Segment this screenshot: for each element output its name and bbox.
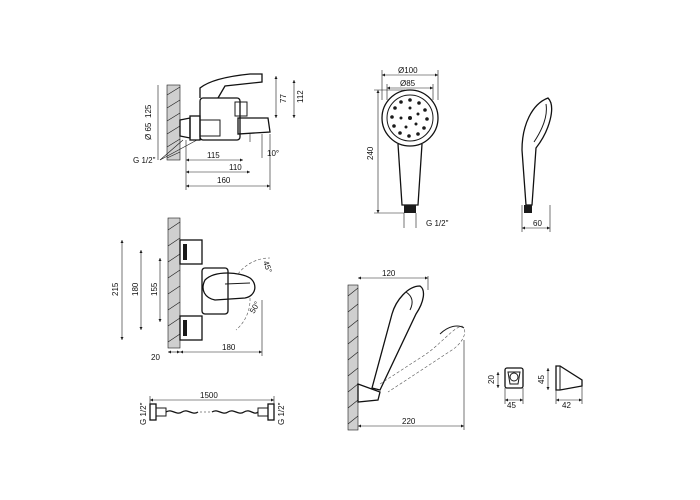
holder-side-dim-42-label: 42 [562, 401, 571, 410]
faucet-body [199, 97, 241, 141]
wall-hatch-lines [347, 287, 359, 425]
handset-detail [405, 291, 413, 311]
dim-220-label: 220 [402, 417, 416, 426]
head-spray-face [386, 94, 434, 142]
wall-hatch [167, 217, 181, 349]
shower-hose-view: 1500 G 1/2" G 1/2" [139, 391, 286, 425]
holder-front-dim-45-label: 45 [507, 401, 516, 410]
wall-hatch [347, 284, 359, 431]
handle-thread [404, 205, 416, 213]
thread-left-label: G 1/2" [139, 402, 148, 425]
upper-nut [183, 244, 187, 260]
holder-front-dim-20-label: 20 [487, 375, 496, 384]
lever-detail [224, 282, 251, 285]
dim-diam-65-label: Ø 65 [144, 122, 153, 140]
holder-side-view: 45 42 [537, 365, 583, 410]
thread-leader-2 [159, 139, 198, 161]
dim-60-label: 60 [533, 219, 542, 228]
bath-spout [237, 117, 271, 135]
holder-side-dim-45-label: 45 [537, 375, 546, 384]
dim-120-label: 120 [382, 269, 396, 278]
hose-ferrule-right [257, 407, 269, 417]
faucet-body-front [201, 267, 229, 315]
shower-head-side-view: 60 [521, 97, 553, 232]
diverter-knob [234, 101, 248, 117]
spray-nozzles [390, 98, 429, 138]
ghost-head-face [439, 325, 465, 335]
dim-diam-85-label: Ø85 [400, 79, 416, 88]
side-thread [524, 205, 532, 213]
handset-tilted-ghost [379, 325, 465, 393]
angle-50-label: 50° [248, 300, 262, 315]
holder-bracket [357, 383, 381, 403]
escutcheon [189, 115, 201, 141]
lower-escutcheon [179, 315, 203, 341]
wall-holder-assembly: 120 220 [347, 269, 465, 431]
holder-front-cup [507, 371, 521, 385]
handset-in-holder [371, 285, 425, 391]
head-side-profile [521, 97, 553, 206]
dim-155-label: 155 [150, 282, 159, 296]
hose-nut-left [149, 403, 157, 421]
dim-112-label: 112 [296, 90, 305, 103]
head-outer-ring [381, 89, 439, 147]
hose-nut-right [267, 403, 275, 421]
wall-hatch-lines [166, 86, 181, 159]
dim-diam-100-label: Ø100 [398, 66, 418, 75]
lever-handle [199, 73, 263, 99]
dim-240-label: 240 [366, 146, 375, 160]
dim-1500-label: 1500 [200, 391, 218, 400]
dim-215-label: 215 [111, 282, 120, 296]
hose-body-left [165, 410, 199, 414]
dim-115-label: 115 [207, 151, 220, 160]
dim-160-label: 160 [217, 176, 231, 185]
hose-body-right [211, 410, 259, 414]
wall-connector [179, 117, 191, 139]
holder-front-hole [509, 372, 519, 382]
lever-front [202, 272, 256, 301]
handle-front [397, 143, 423, 206]
holder-front-view: 20 45 [487, 367, 524, 410]
lower-nut [183, 320, 187, 336]
faucet-side-view: 125 Ø 65 77 112 G 1/2" 115 110 160 10° [133, 73, 305, 190]
dim-180-vertical-label: 180 [131, 282, 140, 296]
dim-125-label: 125 [144, 104, 153, 118]
wall-hatch-lines [167, 221, 181, 343]
eccentric-nut [199, 119, 221, 137]
lever-rotation-arc-50 [235, 297, 251, 331]
dim-20-label: 20 [151, 353, 160, 362]
thread-label: G 1/2" [426, 219, 449, 228]
head-side-detail [533, 103, 547, 143]
thread-leader-1 [159, 139, 184, 161]
wall-hatch [166, 84, 181, 161]
thread-right-label: G 1/2" [277, 402, 286, 425]
faucet-front-view: 215 180 155 45° 50° 20 180 [111, 217, 274, 362]
thread-label-g12: G 1/2" [133, 156, 156, 165]
shower-head-front-view: Ø100 Ø85 240 G 1/2" [366, 66, 449, 228]
dim-110-label: 110 [229, 163, 242, 172]
dim-77-label: 77 [279, 94, 288, 103]
hose-ferrule-left [155, 407, 167, 417]
holder-front-body [504, 367, 524, 389]
dim-180-horizontal-label: 180 [222, 343, 236, 352]
angle-45-label: 45° [261, 260, 274, 274]
angle-10-label: 10° [267, 149, 279, 158]
upper-escutcheon [179, 239, 203, 265]
